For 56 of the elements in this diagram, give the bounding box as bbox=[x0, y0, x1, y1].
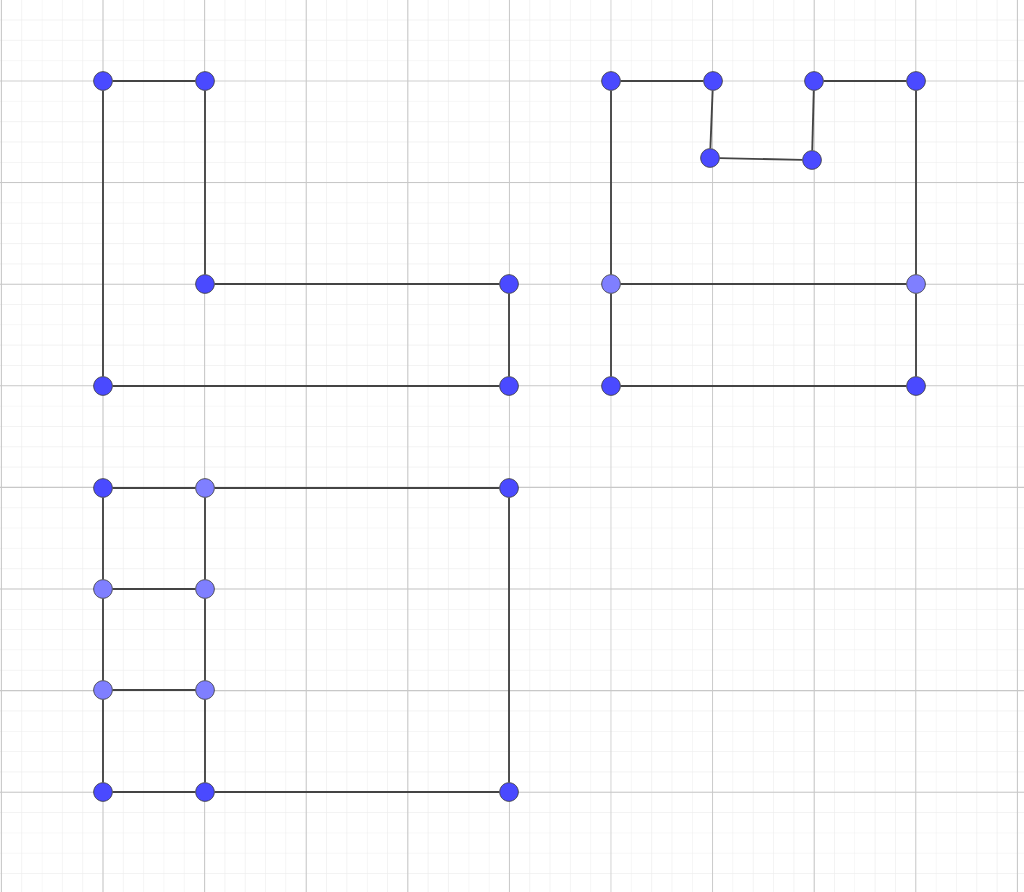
line-segment bbox=[619, 283, 908, 285]
line-segment bbox=[610, 89, 612, 276]
point bbox=[93, 71, 113, 91]
line-segment bbox=[111, 588, 197, 590]
point bbox=[93, 782, 113, 802]
line-segment bbox=[213, 791, 501, 793]
line-segment bbox=[508, 292, 510, 378]
point bbox=[601, 274, 621, 294]
line-segment bbox=[822, 80, 908, 82]
point bbox=[93, 680, 113, 700]
line-segment bbox=[111, 689, 197, 691]
line-segment bbox=[111, 791, 197, 793]
line-segment bbox=[213, 283, 501, 285]
point bbox=[700, 148, 720, 168]
line-segment bbox=[111, 80, 197, 82]
point bbox=[499, 376, 519, 396]
line-segment bbox=[709, 89, 714, 150]
point bbox=[93, 579, 113, 599]
point bbox=[906, 376, 926, 396]
point bbox=[601, 376, 621, 396]
point bbox=[703, 71, 723, 91]
point bbox=[195, 478, 215, 498]
line-segment bbox=[102, 496, 104, 581]
line-segment bbox=[204, 597, 206, 682]
point bbox=[93, 478, 113, 498]
line-segment bbox=[204, 496, 206, 581]
line-segment bbox=[619, 385, 908, 387]
point bbox=[195, 579, 215, 599]
line-segment bbox=[619, 80, 705, 82]
point bbox=[499, 478, 519, 498]
point bbox=[195, 71, 215, 91]
line-segment bbox=[102, 698, 104, 784]
point bbox=[195, 274, 215, 294]
line-segment bbox=[915, 292, 917, 378]
point bbox=[906, 71, 926, 91]
point bbox=[93, 376, 113, 396]
point bbox=[802, 150, 822, 170]
point bbox=[195, 782, 215, 802]
line-segment bbox=[111, 487, 197, 489]
line-segment bbox=[213, 487, 501, 489]
point bbox=[906, 274, 926, 294]
line-segment bbox=[610, 292, 612, 378]
point bbox=[195, 680, 215, 700]
line-segment bbox=[915, 89, 917, 276]
point bbox=[499, 782, 519, 802]
line-segment bbox=[102, 89, 104, 378]
line-segment bbox=[508, 496, 510, 784]
point bbox=[499, 274, 519, 294]
point bbox=[804, 71, 824, 91]
line-segment bbox=[718, 157, 804, 161]
line-segment bbox=[204, 698, 206, 784]
line-segment bbox=[102, 597, 104, 682]
line-segment bbox=[204, 89, 206, 276]
line-segment bbox=[111, 385, 501, 387]
point bbox=[601, 71, 621, 91]
line-segment bbox=[811, 89, 815, 152]
